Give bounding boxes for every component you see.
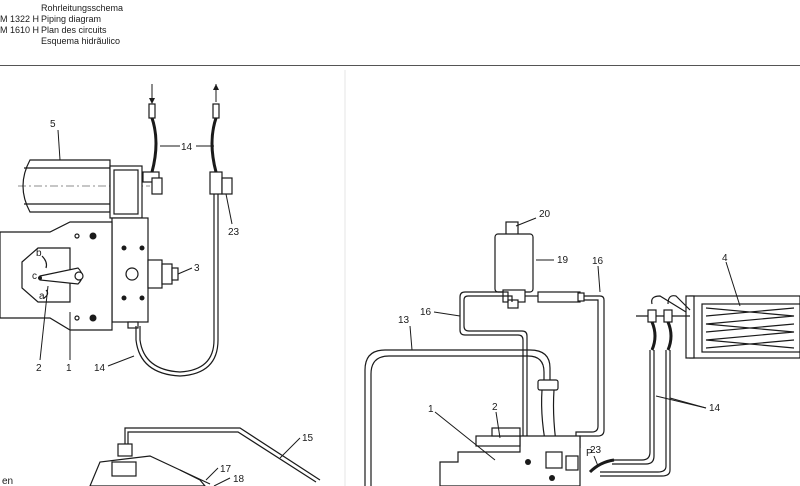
callout-1: 1 [66, 363, 72, 374]
valve-block [111, 217, 179, 329]
arm-position-a: a [39, 291, 45, 302]
arm-position-c: c [32, 271, 37, 282]
filter-line [525, 291, 605, 448]
return-line-16 [459, 291, 528, 448]
callout-14: 14 [181, 142, 193, 153]
callout-13: 13 [398, 315, 410, 326]
callout-16: 16 [592, 256, 604, 267]
callout-23: 23 [590, 445, 602, 456]
model-number: M 1610 H [0, 25, 40, 35]
edge-fragment: en [2, 476, 13, 486]
title-english: Piping diagram [41, 14, 102, 24]
title-spanish: Esquema hidrãulico [41, 36, 121, 46]
header-rule [0, 65, 800, 66]
callout-23: 23 [228, 227, 240, 238]
callout-1: 1 [428, 404, 434, 415]
callout-16: 16 [420, 307, 432, 318]
title-german: Rohrleitungsschema [41, 3, 124, 13]
leader-lines [39, 129, 741, 486]
lower-left-assembly [89, 427, 321, 486]
callout-2: 2 [36, 363, 42, 374]
pump-assembly: P [439, 427, 593, 486]
title-french: Plan des circuits [41, 25, 107, 35]
control-plate: b c a [0, 221, 113, 331]
callout-14: 14 [94, 363, 106, 374]
callout-3: 3 [194, 263, 200, 274]
callout-4: 4 [722, 253, 728, 264]
motor-cylinder [18, 159, 150, 219]
callout-14: 14 [709, 403, 721, 414]
callout-19: 19 [557, 255, 569, 266]
cooler-hoses [600, 295, 691, 477]
title-block: M 1322 H M 1610 H Rohrleitungsschema Pip… [0, 0, 800, 66]
pipe-23-right [588, 458, 615, 474]
callout-15: 15 [302, 433, 314, 444]
left-hoses [135, 84, 233, 377]
pump-port-p: P [586, 448, 593, 459]
callout-5: 5 [50, 119, 56, 130]
arm-position-b: b [36, 248, 42, 259]
pipe-13 [364, 349, 559, 486]
callout-18: 18 [233, 474, 245, 485]
callout-2: 2 [492, 402, 498, 413]
oil-reservoir [494, 221, 534, 309]
callout-20: 20 [539, 209, 551, 220]
callout-17: 17 [220, 464, 232, 475]
oil-cooler [685, 295, 800, 359]
model-number: M 1322 H [0, 14, 40, 24]
